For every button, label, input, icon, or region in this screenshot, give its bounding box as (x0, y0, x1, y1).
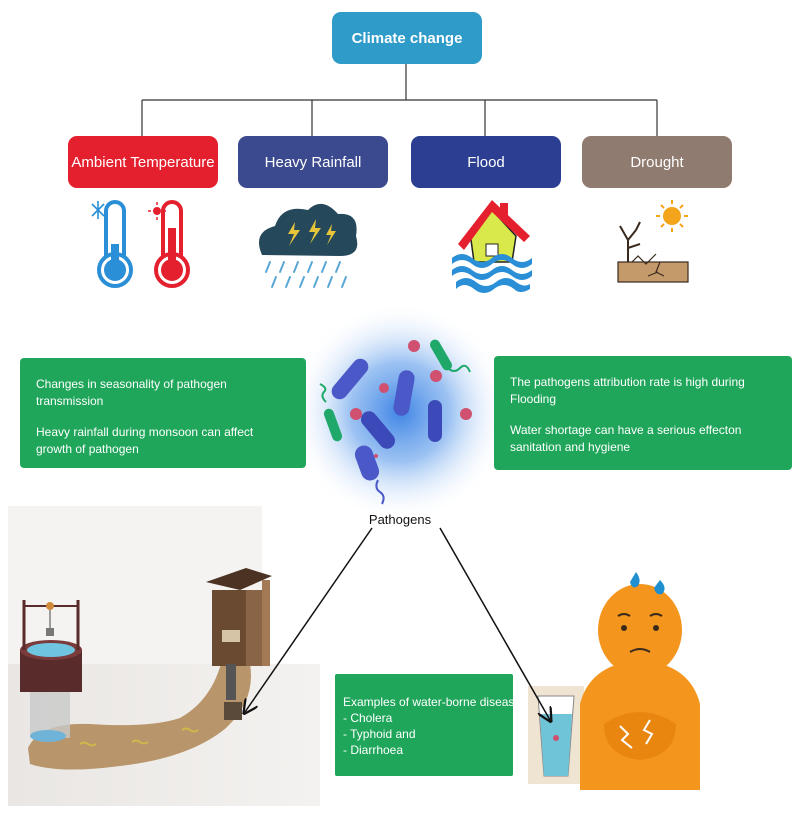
info-box-right: The pathogens attribution rate is high d… (494, 356, 792, 470)
storm-cloud-icon (258, 203, 358, 288)
category-flood: Flood (411, 136, 561, 188)
hot-thermometer-icon (148, 200, 190, 288)
info-left-line1: Changes in seasonality of pathogen trans… (36, 377, 227, 408)
drought-icon (617, 200, 689, 283)
tree-connectors (141, 64, 658, 136)
category-label: Drought (630, 153, 684, 171)
sick-person-icon (580, 572, 700, 790)
category-ambient-temperature: Ambient Temperature (68, 136, 218, 188)
pathogen-arrows (245, 527, 550, 720)
info-right-line1: The pathogens attribution rate is high d… (510, 375, 745, 406)
disease-examples-box: Examples of water-borne disease - Choler… (335, 674, 522, 776)
root-node-label: Climate change (351, 29, 463, 47)
root-node-climate-change: Climate change (332, 12, 482, 64)
info-left-line2: Heavy rainfall during monsoon can affect… (36, 425, 254, 456)
category-label: Ambient Temperature (71, 153, 215, 171)
cold-thermometer-icon (91, 200, 133, 288)
info-box-left: Changes in seasonality of pathogen trans… (20, 358, 306, 468)
water-glass-icon (528, 686, 584, 784)
well-and-latrine-illustration (8, 506, 320, 806)
category-drought: Drought (582, 136, 732, 188)
pathogens-cluster-icon (290, 302, 510, 522)
disease-item-typhoid: - Typhoid and (343, 727, 416, 741)
category-label: Heavy Rainfall (264, 153, 362, 171)
category-heavy-rainfall: Heavy Rainfall (238, 136, 388, 188)
category-label: Flood (467, 153, 505, 171)
flooded-house-icon (452, 200, 532, 293)
disease-title: Examples of water-borne disease (343, 695, 522, 709)
pathogens-label: Pathogens (368, 512, 432, 527)
info-right-line2: Water shortage can have a serious effect… (510, 423, 742, 454)
disease-item-cholera: - Cholera (343, 711, 393, 725)
disease-item-diarrhoea: - Diarrhoea (343, 743, 404, 757)
